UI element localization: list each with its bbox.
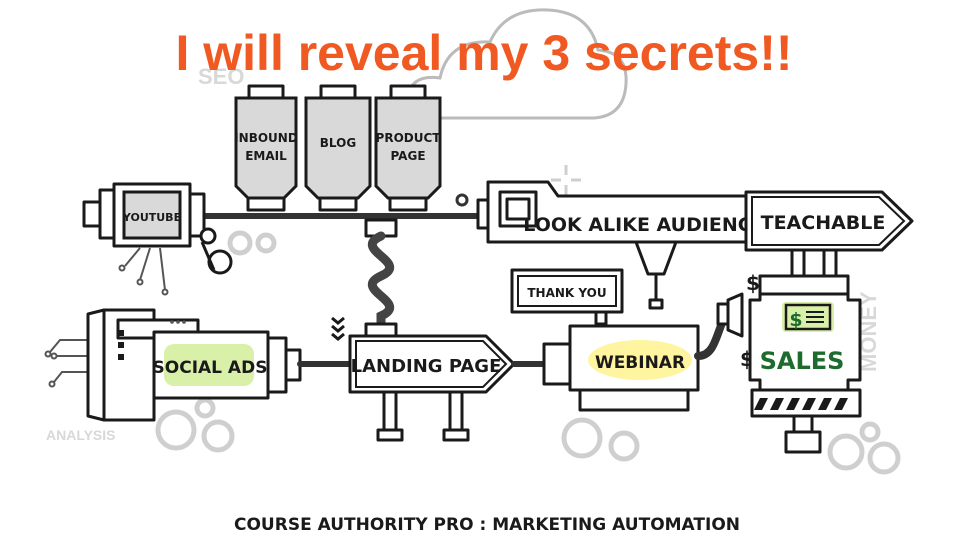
landing-page-sign: LANDING PAGE bbox=[348, 334, 516, 442]
hopper-product-page: PRODUCT PAGE bbox=[374, 84, 442, 212]
sales-machine: $ $ $ SALES bbox=[740, 271, 862, 454]
social-ads-machine: SOCIAL ADS bbox=[44, 308, 302, 422]
hopper-inbound-email: INBOUND EMAIL bbox=[234, 84, 298, 212]
dollar-icon: $ bbox=[746, 271, 760, 295]
gear-icon bbox=[227, 230, 277, 256]
sales-label: SALES bbox=[760, 347, 845, 375]
sales-dollar-icon: $ bbox=[789, 309, 802, 331]
youtube-machine: YOUTUBE bbox=[82, 182, 233, 296]
inbound-email-line1: INBOUND bbox=[234, 131, 298, 145]
chevron-down-icon bbox=[331, 316, 345, 341]
landing-page-label: LANDING PAGE bbox=[351, 356, 502, 377]
look-alike-audience-label: LOOK ALIKE AUDIENCE bbox=[523, 214, 764, 236]
seo-label: SEO bbox=[198, 64, 244, 89]
product-page-line2: PAGE bbox=[390, 149, 425, 163]
teachable-sign: TEACHABLE bbox=[744, 190, 914, 252]
thank-you-label: THANK YOU bbox=[527, 286, 606, 300]
footer-caption: COURSE AUTHORITY PRO : MARKETING AUTOMAT… bbox=[234, 515, 740, 535]
youtube-label: YOUTUBE bbox=[122, 211, 181, 224]
coil-connector bbox=[368, 231, 394, 333]
webinar-machine: WEBINAR bbox=[542, 292, 744, 412]
hopper-blog: BLOG bbox=[304, 84, 372, 212]
analysis-label: ANALYSIS bbox=[46, 427, 116, 443]
product-page-line1: PRODUCT bbox=[376, 131, 442, 145]
webinar-label: WEBINAR bbox=[595, 353, 685, 373]
teachable-label: TEACHABLE bbox=[761, 212, 886, 234]
social-ads-label: SOCIAL ADS bbox=[153, 358, 268, 378]
inbound-email-line2: EMAIL bbox=[245, 149, 287, 163]
headline: I will reveal my 3 secrets!! bbox=[175, 25, 792, 81]
thank-you-sign: THANK YOU bbox=[510, 268, 624, 326]
sparkle-icon bbox=[551, 165, 581, 195]
gear-icon bbox=[561, 417, 640, 462]
gear-icon bbox=[155, 397, 235, 453]
gear-icon bbox=[827, 421, 901, 475]
blog-label: BLOG bbox=[320, 136, 356, 150]
look-alike-audience-machine: LOOK ALIKE AUDIENCE bbox=[476, 180, 765, 310]
